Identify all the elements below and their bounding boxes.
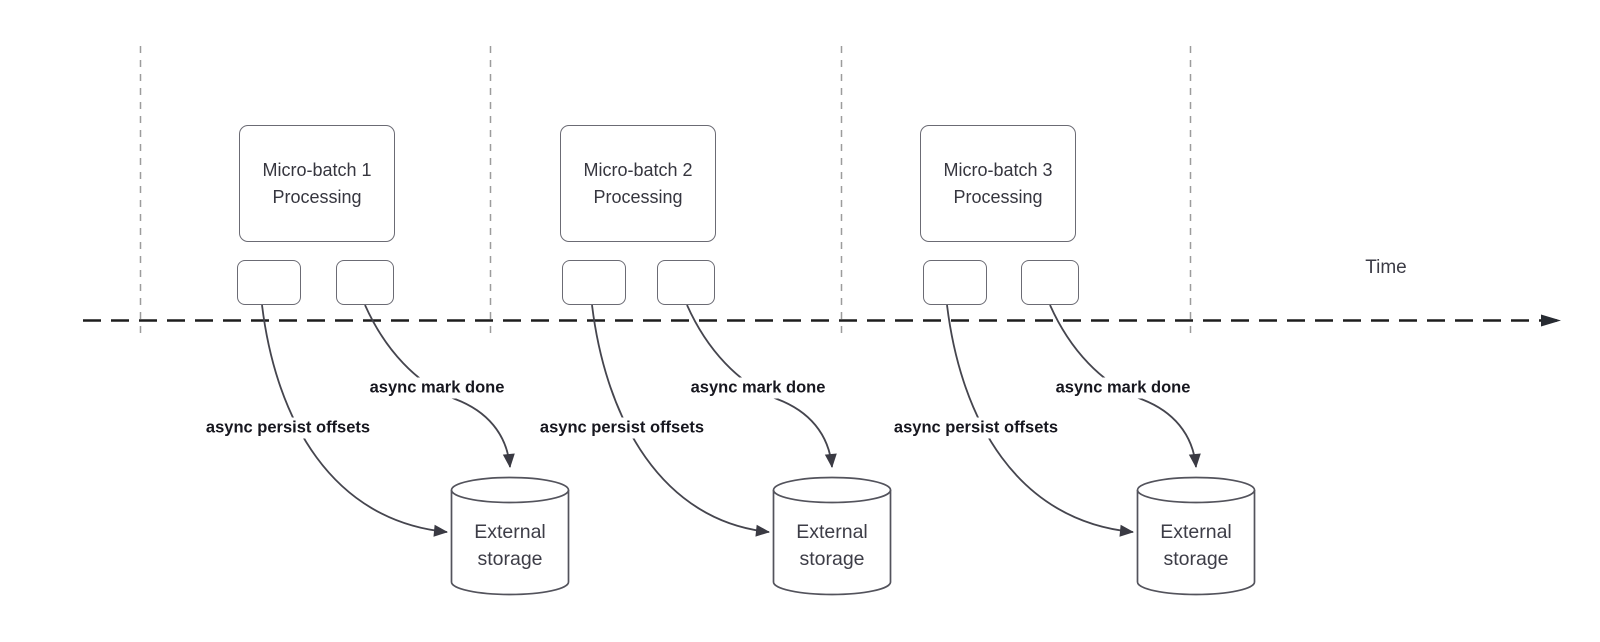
micro-batch-processing-box: Micro-batch 3 Processing (920, 125, 1076, 242)
external-storage-cylinder: External storage (450, 476, 570, 596)
persist-offsets-label: async persist offsets (535, 417, 709, 439)
external-storage-label: External storage (796, 521, 868, 570)
external-storage-cylinder: External storage (1136, 476, 1256, 596)
done-task-box (1021, 260, 1079, 305)
persist-offsets-label: async persist offsets (201, 417, 375, 439)
time-axis-label: Time (1365, 257, 1407, 278)
cylinder-shape (1136, 476, 1256, 596)
micro-batch-processing-box: Micro-batch 1 Processing (239, 125, 395, 242)
external-storage-cylinder: External storage (772, 476, 892, 596)
micro-batch-processing-label: Micro-batch 1 Processing (262, 159, 372, 207)
micro-batch-processing-label: Micro-batch 2 Processing (583, 159, 693, 207)
persist-task-box (923, 260, 987, 305)
persist-task-box (562, 260, 626, 305)
cylinder-shape (450, 476, 570, 596)
micro-batch-processing-label: Micro-batch 3 Processing (943, 159, 1053, 207)
external-storage-label: External storage (1160, 521, 1232, 570)
micro-batch-processing-box: Micro-batch 2 Processing (560, 125, 716, 242)
mark-done-label: async mark done (365, 377, 509, 399)
external-storage-label: External storage (474, 521, 546, 570)
persist-task-box (237, 260, 301, 305)
cylinder-shape (772, 476, 892, 596)
mark-done-label: async mark done (686, 377, 830, 399)
done-task-box (336, 260, 394, 305)
persist-offsets-label: async persist offsets (889, 417, 1063, 439)
mark-done-label: async mark done (1051, 377, 1195, 399)
done-task-box (657, 260, 715, 305)
